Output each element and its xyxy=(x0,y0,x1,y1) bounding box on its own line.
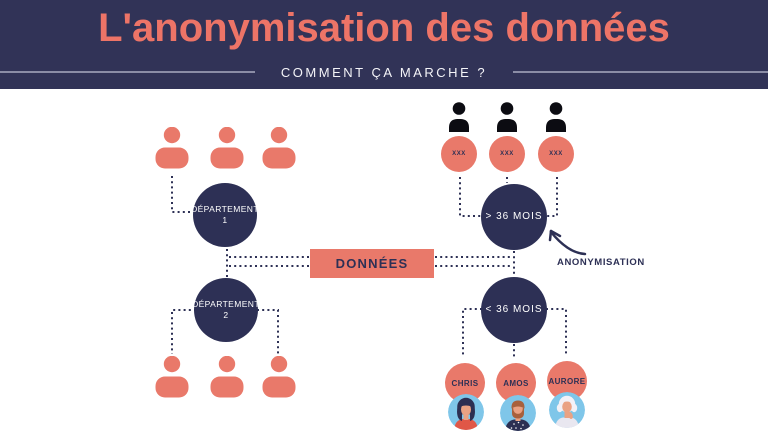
node-label: > 36 MOIS xyxy=(485,210,543,222)
node-label: DÉPARTEMENT xyxy=(191,204,259,215)
name-label: AURORE xyxy=(548,376,586,386)
node-label: < 36 MOIS xyxy=(485,303,543,315)
person-icon xyxy=(210,127,244,169)
masked-label: XXX xyxy=(549,151,563,157)
person-icon xyxy=(210,356,244,398)
dotted-elbow xyxy=(257,309,279,354)
person-icon xyxy=(262,127,296,169)
subtitle-divider-right xyxy=(513,71,768,73)
donnees-label: DONNÉES xyxy=(335,256,409,271)
anonymous-person-icon xyxy=(449,102,469,132)
person-icon xyxy=(262,356,296,398)
masked-id-circle: XXX xyxy=(538,136,574,172)
page-title: L'anonymisation des données xyxy=(98,6,670,50)
anonymous-person-icon xyxy=(497,102,517,132)
node-label-number: 1 xyxy=(222,215,228,225)
anonymisation-arrow-icon xyxy=(548,229,587,256)
node-departement-2: DÉPARTEMENT 2 xyxy=(192,278,260,342)
masked-id-circle: XXX xyxy=(441,136,477,172)
subtitle-row: COMMENT ÇA MARCHE ? xyxy=(0,64,768,80)
dotted-elbow xyxy=(459,177,481,217)
avatar-chris xyxy=(448,394,484,430)
dotted-elbow xyxy=(546,308,567,356)
donnees-box: DONNÉES xyxy=(310,249,434,278)
masked-id-circle: XXX xyxy=(489,136,525,172)
person-icon xyxy=(155,127,189,169)
anonymisation-label: ANONYMISATION xyxy=(557,257,645,268)
header-band: L'anonymisation des données COMMENT ÇA M… xyxy=(0,0,768,89)
node-departement-1: DÉPARTEMENT 1 xyxy=(191,183,259,247)
name-label: CHRIS xyxy=(451,378,479,388)
dotted-elbow xyxy=(462,308,482,357)
name-label: AMOS xyxy=(503,378,529,388)
subtitle-divider-left xyxy=(0,71,255,73)
avatar-aurore xyxy=(549,392,585,428)
dotted-elbow xyxy=(171,309,196,354)
avatar-amos xyxy=(500,395,536,431)
person-icon xyxy=(155,356,189,398)
node-under-36-mois: < 36 MOIS xyxy=(481,277,547,343)
dotted-elbow xyxy=(171,176,193,213)
node-label: DÉPARTEMENT xyxy=(192,299,260,310)
node-label-number: 2 xyxy=(223,310,229,320)
masked-label: XXX xyxy=(452,151,466,157)
dotted-elbow xyxy=(547,177,558,217)
masked-label: XXX xyxy=(500,151,514,157)
node-over-36-mois: > 36 MOIS xyxy=(481,184,547,250)
anonymous-person-icon xyxy=(546,102,566,132)
page-subtitle: COMMENT ÇA MARCHE ? xyxy=(280,64,488,80)
